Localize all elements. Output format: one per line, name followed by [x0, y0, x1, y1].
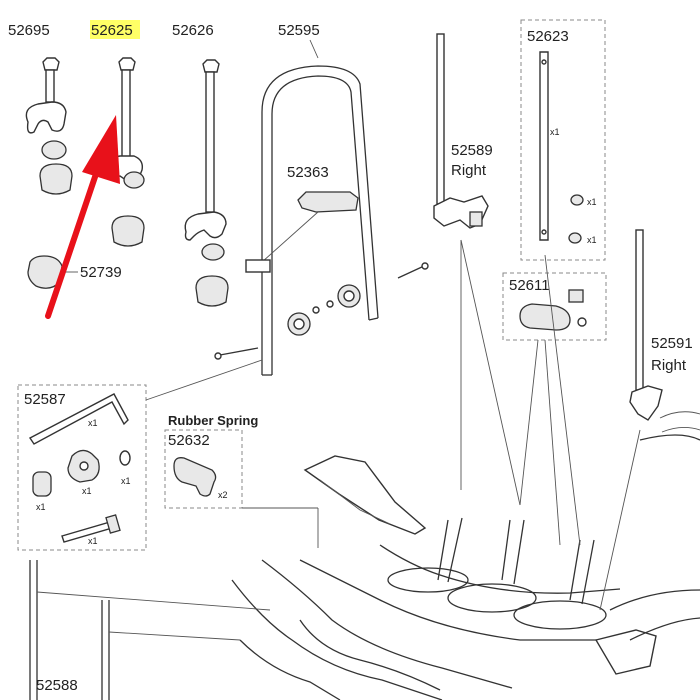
- kit-box-52587: [17, 384, 147, 551]
- leader-lines: [36, 239, 641, 641]
- part-52595-frame: [261, 39, 379, 376]
- part-label-52363: 52363: [287, 164, 329, 181]
- frame-fixing-hardware: [214, 262, 429, 360]
- part-52587-hex-key: [28, 393, 129, 445]
- qty-52587-bolt: x1: [88, 536, 98, 546]
- qty-52632: x2: [218, 490, 228, 500]
- part-52625-clamp: [106, 57, 145, 247]
- part-label-52591: 52591: [651, 335, 693, 352]
- part-52626-clamp: [184, 59, 229, 307]
- qty-52623-screw-2: x1: [587, 235, 597, 245]
- part-52632-rubber-spring: [173, 457, 217, 497]
- bike-carrier-base-assembly: [231, 434, 700, 700]
- part-label-52587: 52587: [24, 391, 66, 408]
- qty-52623-screw-1: x1: [587, 197, 597, 207]
- part-label-52695: 52695: [8, 22, 50, 39]
- kit-box-52611: [502, 272, 607, 341]
- part-52588-rod: [29, 560, 110, 700]
- part-52587-knob: [67, 449, 100, 483]
- part-52587-bolt: [61, 514, 121, 543]
- part-52739-knob: [27, 255, 78, 289]
- qty-52587-washer: x1: [121, 476, 131, 486]
- part-52589-wheel-holder: [433, 33, 489, 229]
- kit-box-52632: [164, 429, 243, 509]
- part-52587-spacer: [32, 471, 52, 497]
- label-highlight: [90, 20, 140, 39]
- part-52623-screw-1: [570, 194, 584, 206]
- part-52695-clamp: [25, 57, 73, 195]
- part-label-52611: 52611: [509, 277, 550, 294]
- part-label-52625: 52625: [91, 22, 133, 39]
- qty-52587-knob: x1: [82, 486, 92, 496]
- part-label-52589-right: Right: [451, 162, 487, 179]
- qty-52587-spacer: x1: [36, 502, 46, 512]
- part-label-52626: 52626: [172, 22, 214, 39]
- red-arrow: [45, 115, 120, 319]
- part-label-52632: 52632: [168, 432, 210, 449]
- part-52591-wheel-holder: [629, 229, 700, 433]
- qty-52587-hex-key: x1: [88, 418, 98, 428]
- qty-52623-strap: x1: [550, 127, 560, 137]
- part-52363-holder: [245, 191, 359, 273]
- part-52623-screw-2: [568, 232, 582, 244]
- part-label-52588: 52588: [36, 677, 78, 694]
- part-label-52595: 52595: [278, 22, 320, 39]
- part-label-52739: 52739: [80, 264, 122, 281]
- part-52623-strap: [539, 51, 549, 241]
- part-label-52591-right: Right: [651, 357, 687, 374]
- part-52611-clip: [519, 289, 587, 331]
- kit-box-52623: [520, 19, 606, 261]
- rubber-spring-heading: Rubber Spring: [168, 413, 258, 428]
- part-label-52589: 52589: [451, 142, 493, 159]
- part-label-52623: 52623: [527, 28, 569, 45]
- part-52587-washer: [119, 450, 131, 466]
